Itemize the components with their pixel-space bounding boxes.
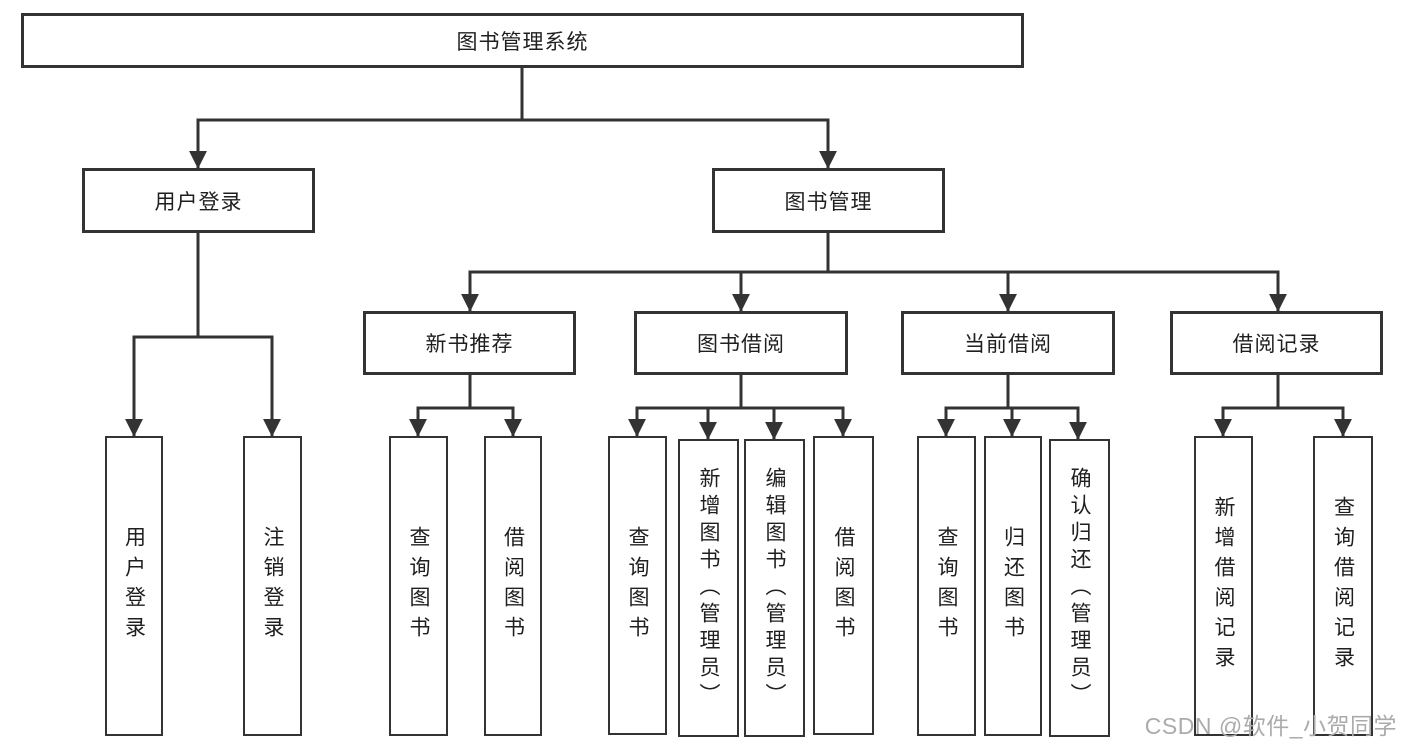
node-leaf-edit-book-admin: 编辑图书（管理员） — [744, 439, 805, 737]
node-user-login: 用户登录 — [82, 168, 315, 233]
node-current-borrow: 当前借阅 — [901, 311, 1115, 375]
node-leaf-add-book-admin: 新增图书（管理员） — [678, 439, 739, 737]
csdn-watermark: CSDN @软件_小贺同学 — [1144, 713, 1397, 739]
node-book-management: 图书管理 — [712, 168, 945, 233]
node-root-library-system: 图书管理系统 — [21, 13, 1024, 68]
node-leaf-query-book-borrow: 查询图书 — [608, 436, 667, 735]
node-leaf-query-book-recommend: 查询图书 — [389, 436, 448, 736]
node-leaf-logout: 注销登录 — [243, 436, 302, 736]
node-leaf-borrow-book-recommend: 借阅图书 — [484, 436, 542, 736]
node-book-borrow: 图书借阅 — [634, 311, 848, 375]
node-leaf-borrow-book: 借阅图书 — [813, 436, 874, 735]
node-new-book-recommend: 新书推荐 — [363, 311, 576, 375]
node-leaf-return-book: 归还图书 — [984, 436, 1042, 736]
node-borrow-records: 借阅记录 — [1170, 311, 1383, 375]
node-leaf-query-book-current: 查询图书 — [917, 436, 976, 736]
node-leaf-add-borrow-record: 新增借阅记录 — [1194, 436, 1253, 736]
node-leaf-confirm-return-admin: 确认归还（管理员） — [1049, 439, 1110, 737]
node-leaf-query-borrow-record: 查询借阅记录 — [1313, 436, 1373, 736]
node-leaf-user-login: 用户登录 — [105, 436, 163, 736]
